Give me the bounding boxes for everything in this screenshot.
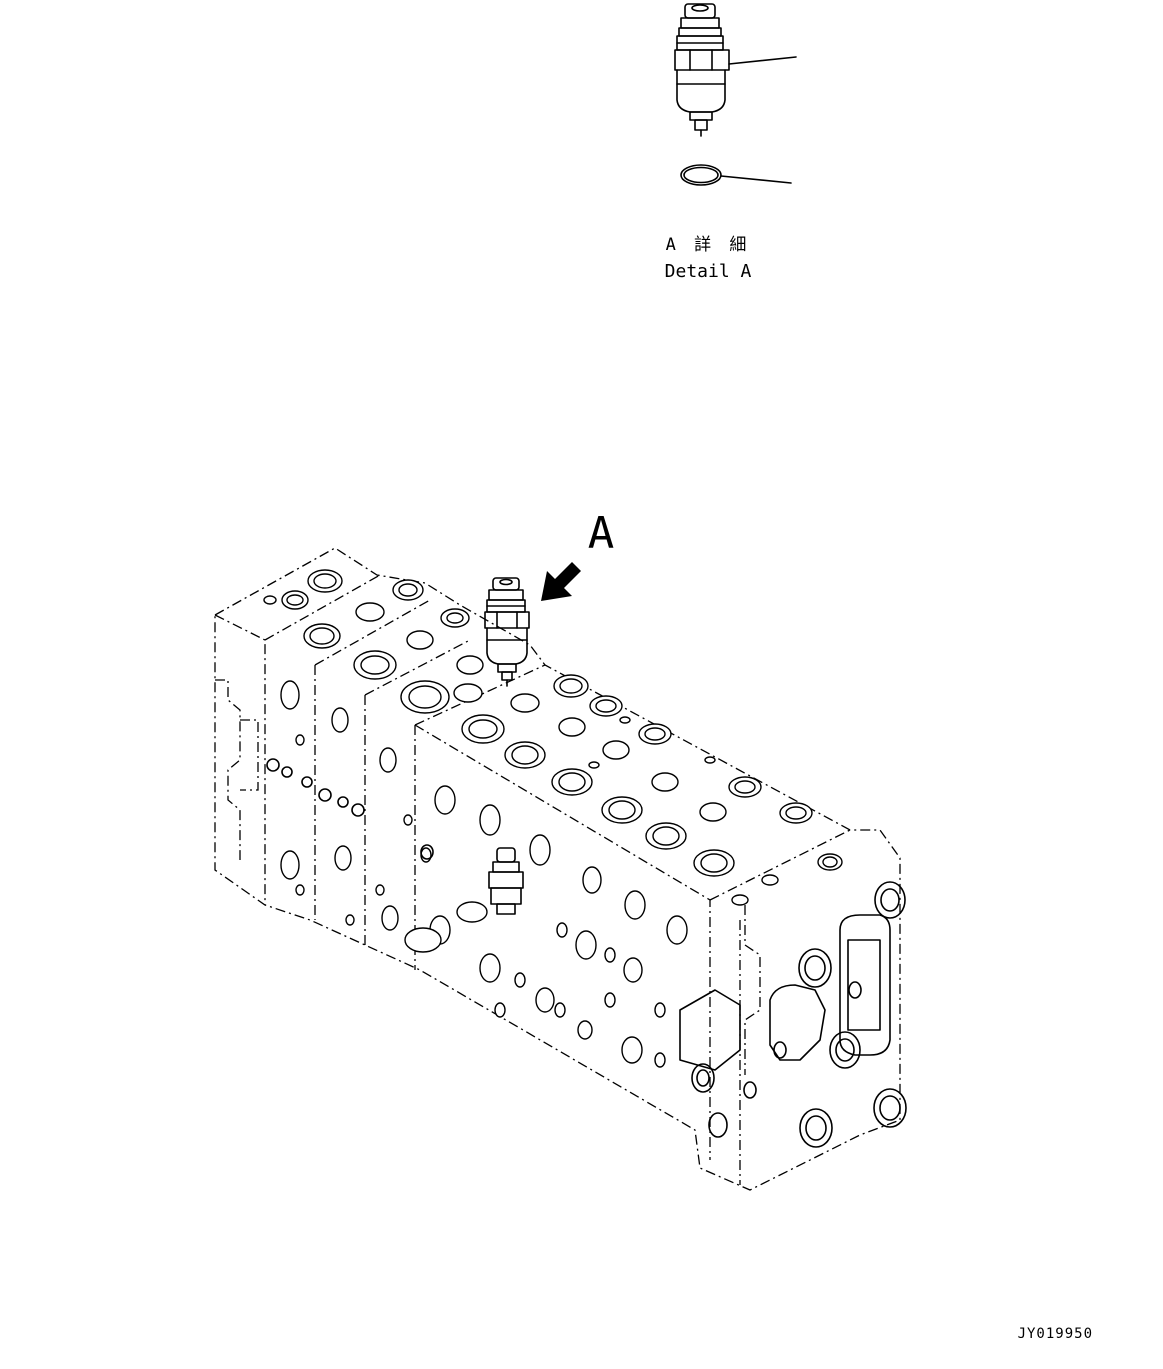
- control-valve-block: [214, 547, 907, 1191]
- end-fittings: [691, 881, 907, 1148]
- installed-valve-cartridge: [484, 577, 530, 687]
- side-plug: [488, 847, 524, 915]
- view-marker-label: A: [588, 508, 615, 559]
- left-fittings: [266, 758, 434, 860]
- drawing-number: JY019950: [1018, 1326, 1093, 1342]
- detail-o-ring: [680, 164, 792, 186]
- detail-valve-cartridge: [674, 3, 797, 137]
- detail-caption-jp: A 詳 細: [666, 235, 751, 255]
- detail-caption-en: Detail A: [665, 261, 752, 282]
- top-ports: [263, 569, 843, 906]
- side-ports: [280, 680, 688, 1068]
- view-arrow-icon: [541, 562, 581, 601]
